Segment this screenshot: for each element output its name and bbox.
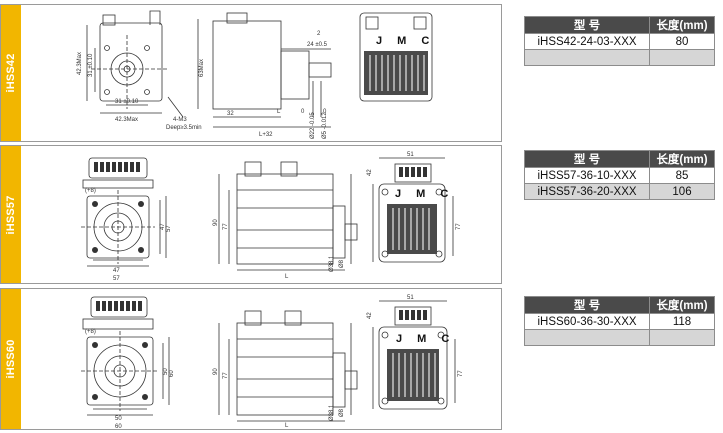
- cell-model: iHSS57-36-20-XXX: [524, 183, 650, 200]
- svg-text:0: 0: [323, 109, 327, 115]
- svg-text:50: 50: [163, 368, 169, 375]
- svg-text:Ø22 -0.05: Ø22 -0.05: [310, 112, 316, 139]
- svg-text:Ø8: Ø8: [339, 408, 345, 417]
- spec-table-ihss57: 型 号 长度(mm) iHSS57-36-10-XXX 85 iHSS57-36…: [524, 150, 715, 200]
- drawing-ihss57: J M C (+8) 47 57 47 57 90 77 Ø8 Ø38.1 L …: [23, 146, 501, 283]
- cell-model: [524, 49, 650, 66]
- svg-text:31 ±0.10: 31 ±0.10: [88, 53, 94, 77]
- svg-text:60: 60: [115, 424, 122, 429]
- svg-text:51: 51: [407, 152, 414, 158]
- header-model: 型 号: [524, 16, 650, 34]
- svg-text:42: 42: [367, 312, 373, 319]
- svg-text:L: L: [285, 423, 289, 429]
- svg-text:77: 77: [223, 223, 229, 230]
- header-length: 长度(mm): [649, 16, 715, 34]
- header-length: 长度(mm): [649, 296, 715, 314]
- drawing-ihss60: J M C (+8) 50 60 50 60 90 77 Ø8 Ø38.1 L …: [23, 289, 501, 429]
- cell-length: 80: [649, 33, 715, 50]
- spec-table-ihss60: 型 号 长度(mm) iHSS60-36-30-XXX 118: [524, 296, 715, 346]
- spec-table-ihss42: 型 号 长度(mm) iHSS42-24-03-XXX 80: [524, 16, 715, 66]
- svg-text:57: 57: [166, 225, 172, 232]
- technical-drawing: J M C (+8) 50 60 50 60 90 77 Ø8 Ø38.1 L …: [81, 295, 464, 429]
- svg-text:90: 90: [213, 219, 219, 226]
- svg-text:31 ±0.10: 31 ±0.10: [115, 99, 139, 105]
- logo-text: J M C: [376, 35, 435, 47]
- model-label: iHSS42: [5, 53, 17, 93]
- model-tab: iHSS57: [1, 146, 21, 283]
- svg-text:4-M3: 4-M3: [173, 117, 187, 123]
- svg-text:42.3Max: 42.3Max: [77, 52, 83, 75]
- svg-text:L: L: [285, 274, 289, 280]
- table-row: [524, 329, 715, 346]
- model-label: iHSS57: [5, 194, 17, 235]
- svg-text:0: 0: [301, 109, 305, 115]
- svg-text:77: 77: [223, 372, 229, 379]
- svg-text:47: 47: [160, 223, 166, 230]
- svg-text:Deep≥3.5min: Deep≥3.5min: [166, 125, 202, 131]
- svg-text:(+8): (+8): [85, 329, 96, 335]
- svg-text:Ø5 -0.012: Ø5 -0.012: [322, 112, 328, 139]
- svg-text:90: 90: [213, 368, 219, 375]
- svg-text:Ø38.1: Ø38.1: [329, 404, 335, 421]
- table-row: [524, 49, 715, 66]
- svg-text:Ø8: Ø8: [339, 259, 345, 268]
- cell-length: [649, 49, 715, 66]
- svg-text:77: 77: [456, 223, 462, 230]
- cell-model: [524, 329, 650, 346]
- model-tab: iHSS60: [1, 289, 21, 429]
- table-row: iHSS42-24-03-XXX 80: [524, 33, 715, 50]
- header-model: 型 号: [524, 150, 650, 168]
- panel-ihss57: iHSS57: [0, 145, 502, 284]
- technical-drawing: J M C (+8) 47 57 47 57 90 77 Ø8 Ø38.1 L …: [81, 152, 462, 282]
- svg-text:50: 50: [115, 416, 122, 422]
- table-header: 型 号 长度(mm): [524, 150, 715, 168]
- cell-model: iHSS42-24-03-XXX: [524, 33, 650, 50]
- svg-text:Ø38.1: Ø38.1: [329, 255, 335, 272]
- svg-text:2: 2: [317, 31, 321, 37]
- svg-text:51: 51: [407, 295, 414, 301]
- table-header: 型 号 长度(mm): [524, 16, 715, 34]
- table-row: iHSS57-36-20-XXX 106: [524, 183, 715, 200]
- logo-text: J M C: [395, 188, 454, 200]
- model-tab: iHSS42: [1, 5, 21, 141]
- svg-text:77: 77: [458, 370, 464, 377]
- technical-drawing: J M C 42.3Max 31 ±0.10 31 ±0.10 42.3Max …: [77, 10, 435, 139]
- cell-length: [649, 329, 715, 346]
- table-row: iHSS60-36-30-XXX 118: [524, 313, 715, 330]
- svg-text:32: 32: [227, 111, 234, 117]
- svg-text:42: 42: [367, 169, 373, 176]
- header-length: 长度(mm): [649, 150, 715, 168]
- svg-text:60: 60: [169, 370, 175, 377]
- cell-length: 85: [649, 167, 715, 184]
- svg-text:24 ±0.5: 24 ±0.5: [307, 42, 328, 48]
- cell-model: iHSS57-36-10-XXX: [524, 167, 650, 184]
- svg-text:L: L: [277, 109, 281, 115]
- cell-length: 106: [649, 183, 715, 200]
- svg-text:42.3Max: 42.3Max: [115, 117, 138, 123]
- cell-length: 118: [649, 313, 715, 330]
- table-row: iHSS57-36-10-XXX 85: [524, 167, 715, 184]
- svg-text:57: 57: [113, 276, 120, 282]
- svg-text:(+8): (+8): [85, 188, 96, 194]
- table-header: 型 号 长度(mm): [524, 296, 715, 314]
- logo-text: J M C: [396, 333, 455, 345]
- svg-text:63Max: 63Max: [199, 59, 205, 77]
- svg-text:L+32: L+32: [259, 132, 273, 138]
- model-label: iHSS60: [5, 339, 17, 379]
- cell-model: iHSS60-36-30-XXX: [524, 313, 650, 330]
- drawing-ihss42: J M C 42.3Max 31 ±0.10 31 ±0.10 42.3Max …: [23, 5, 501, 141]
- svg-text:47: 47: [113, 268, 120, 274]
- panel-ihss60: iHSS60: [0, 288, 502, 430]
- panel-ihss42: iHSS42: [0, 4, 502, 142]
- header-model: 型 号: [524, 296, 650, 314]
